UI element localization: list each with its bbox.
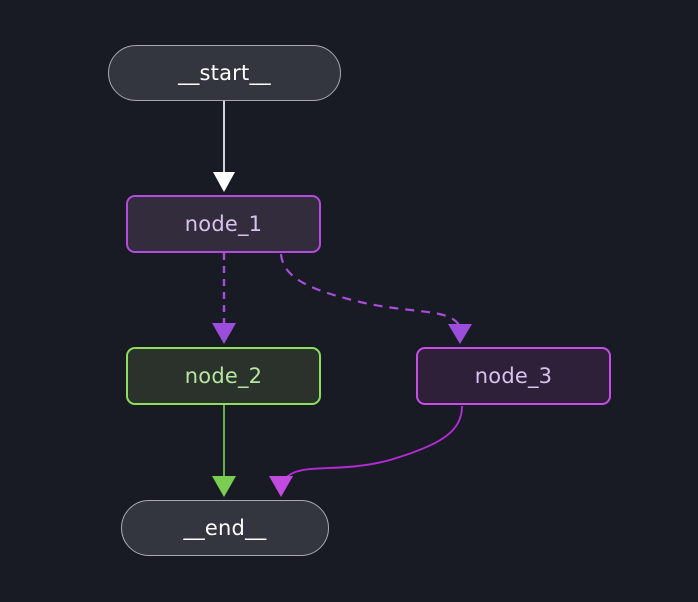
edge-node_1-to-node_2 [212, 253, 236, 344]
graph-node-start[interactable]: __start__ [108, 45, 341, 101]
graph-node-node_1[interactable]: node_1 [126, 195, 321, 253]
graph-node-node_3[interactable]: node_3 [416, 347, 611, 405]
arrowhead-green [212, 476, 236, 497]
node-label: node_1 [184, 212, 263, 236]
arrowhead-purple-bright [269, 476, 293, 497]
arrowhead-white [213, 172, 235, 192]
node-label: __end__ [183, 516, 267, 540]
edge-node_3-to-end [269, 405, 463, 497]
graph-node-node_2[interactable]: node_2 [126, 347, 321, 405]
node-label: node_2 [184, 364, 263, 388]
arrowhead-purple [212, 323, 236, 344]
edge-line [279, 253, 460, 326]
edge-node_1-to-node_3 [279, 253, 472, 344]
graph-node-end[interactable]: __end__ [121, 500, 329, 556]
edge-start-to-node_1 [213, 101, 235, 192]
node-label: node_3 [474, 364, 553, 388]
edge-line [285, 405, 463, 479]
edge-node_2-to-end [212, 405, 236, 497]
arrowhead-purple [448, 324, 472, 344]
node-label: __start__ [178, 61, 271, 85]
